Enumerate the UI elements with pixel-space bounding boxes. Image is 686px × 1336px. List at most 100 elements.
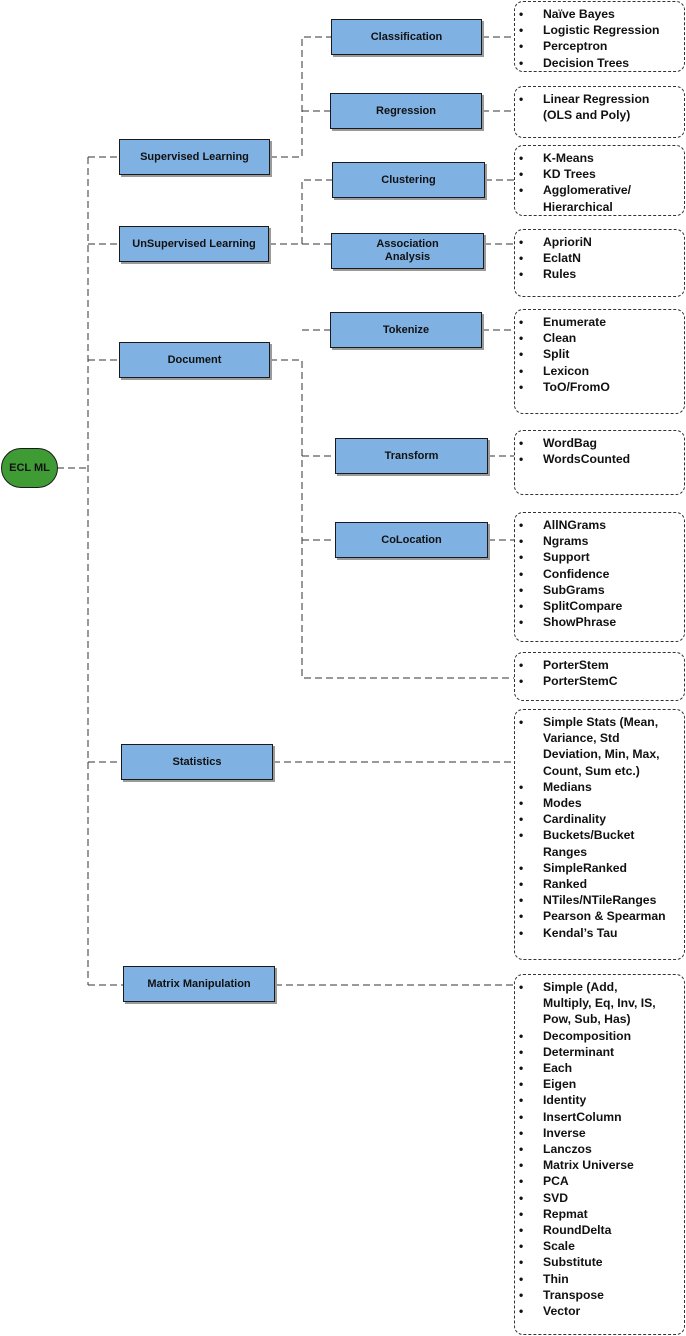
classification-list-item: Perceptron [515,38,682,54]
matrix-list-item: Repmat [515,1206,682,1222]
transform-list-item: WordsCounted [515,451,682,467]
tokenize-list-item: Split [515,346,682,362]
matrix-list-item: Simple (Add, [515,979,682,995]
statistics-list-item: Cardinality [515,811,682,827]
association-list-item: AprioriN [515,234,682,250]
statistics-list-item: Ranges [543,844,588,859]
colocation-list-item: AllNGrams [515,517,682,533]
supervised-learning-label: Supervised Learning [140,150,249,163]
statistics-list-item: Pearson & Spearman [515,908,682,924]
matrix-list-item: Identity [515,1092,682,1108]
classification-list: Naïve BayesLogistic RegressionPerceptron… [514,1,685,72]
unsupervised-learning-node[interactable]: UnSupervised Learning [119,226,269,262]
ecl-ml-root-node[interactable]: ECL ML [1,448,58,488]
matrix-list-item: Each [515,1060,682,1076]
unsupervised-learning-label: UnSupervised Learning [132,237,256,250]
clustering-node[interactable]: Clustering [332,162,485,198]
colocation-node[interactable]: CoLocation [335,522,488,558]
statistics-list-item: NTiles/NTileRanges [515,892,682,908]
colocation-label: CoLocation [381,533,442,546]
tokenize-label: Tokenize [382,323,430,336]
classification-label: Classification [370,30,443,43]
regression-list-item: (OLS and Poly) [543,108,631,123]
statistics-list: Simple Stats (Mean,Variance, StdDeviatio… [514,709,685,960]
clustering-list-item: K-Means [515,150,682,166]
transform-list: WordBagWordsCounted [514,430,685,495]
matrix-list-item: Multiply, Eq, Inv, IS, [543,996,656,1011]
matrix-list-item: Thin [515,1271,682,1287]
root-label: ECL ML [9,462,50,474]
colocation-list-item: Support [515,549,682,565]
matrix-list-item: Determinant [515,1044,682,1060]
tokenize-list: EnumerateCleanSplitLexiconToO/FromO [514,309,685,414]
matrix-list-item: SVD [515,1190,682,1206]
statistics-list-item: Ranked [515,876,682,892]
matrix-list-item: Transpose [515,1287,682,1303]
porter-list-item: PorterStemC [515,673,682,689]
association-analysis-node[interactable]: Association Analysis [331,233,484,269]
statistics-label: Statistics [172,755,222,768]
statistics-list-item: Simple Stats (Mean, [515,714,682,730]
transform-list-item: WordBag [515,435,682,451]
matrix-list-item: Pow, Sub, Has) [543,1012,631,1027]
tokenize-node[interactable]: Tokenize [330,312,482,348]
colocation-list-item: Confidence [515,566,682,582]
colocation-list-item: Ngrams [515,533,682,549]
clustering-list-item: KD Trees [515,166,682,182]
matrix-list-item: Lanczos [515,1141,682,1157]
matrix-manipulation-node[interactable]: Matrix Manipulation [123,966,275,1002]
document-label: Document [167,353,222,366]
matrix-manipulation-label: Matrix Manipulation [147,977,251,990]
statistics-list-item: Kendal’s Tau [515,925,682,941]
regression-label: Regression [376,104,436,117]
clustering-list-item: Agglomerative/ [515,182,682,198]
matrix-list-item: Eigen [515,1076,682,1092]
transform-label: Transform [384,449,439,462]
clustering-label: Clustering [381,173,436,186]
classification-node[interactable]: Classification [331,19,482,55]
supervised-learning-node[interactable]: Supervised Learning [119,139,270,175]
matrix-list-item: Decomposition [515,1028,682,1044]
matrix-list: Simple (Add,Multiply, Eq, Inv, IS,Pow, S… [514,974,685,1335]
statistics-list-item: Variance, Std [543,731,620,746]
classification-list-item: Decision Trees [515,55,682,71]
transform-node[interactable]: Transform [335,438,488,474]
classification-list-item: Logistic Regression [515,22,682,38]
colocation-list-item: SplitCompare [515,598,682,614]
association-analysis-label: Association Analysis [376,238,439,263]
porter-stem-list: PorterStemPorterStemC [514,652,685,701]
statistics-list-item: Medians [515,779,682,795]
association-list-item: Rules [515,266,682,282]
colocation-list: AllNGramsNgramsSupportConfidenceSubGrams… [514,512,685,642]
matrix-list-item: RoundDelta [515,1222,682,1238]
statistics-list-item: Buckets/Bucket [515,827,682,843]
statistics-node[interactable]: Statistics [121,744,273,780]
document-node[interactable]: Document [119,342,270,378]
matrix-list-item: InsertColumn [515,1109,682,1125]
statistics-list-item: Modes [515,795,682,811]
regression-node[interactable]: Regression [330,93,482,129]
association-list-item: EclatN [515,250,682,266]
colocation-list-item: SubGrams [515,582,682,598]
clustering-list-item: Hierarchical [543,199,613,214]
tokenize-list-item: Clean [515,330,682,346]
tokenize-list-item: ToO/FromO [515,379,682,395]
clustering-list: K-MeansKD TreesAgglomerative/Hierarchica… [514,145,685,216]
regression-list-item: Linear Regression [515,91,682,107]
matrix-list-item: Vector [515,1303,682,1319]
tokenize-list-item: Enumerate [515,314,682,330]
matrix-list-item: Scale [515,1238,682,1254]
statistics-list-item: Deviation, Min, Max, [543,747,660,762]
tokenize-list-item: Lexicon [515,363,682,379]
matrix-list-item: Matrix Universe [515,1157,682,1173]
regression-list: Linear Regression(OLS and Poly) [514,86,685,138]
association-list: AprioriNEclatNRules [514,229,685,297]
statistics-list-item: SimpleRanked [515,860,682,876]
classification-list-item: Naïve Bayes [515,6,682,22]
matrix-list-item: Substitute [515,1254,682,1270]
colocation-list-item: ShowPhrase [515,614,682,630]
matrix-list-item: PCA [515,1173,682,1189]
matrix-list-item: Inverse [515,1125,682,1141]
statistics-list-item: Count, Sum etc.) [543,763,640,778]
